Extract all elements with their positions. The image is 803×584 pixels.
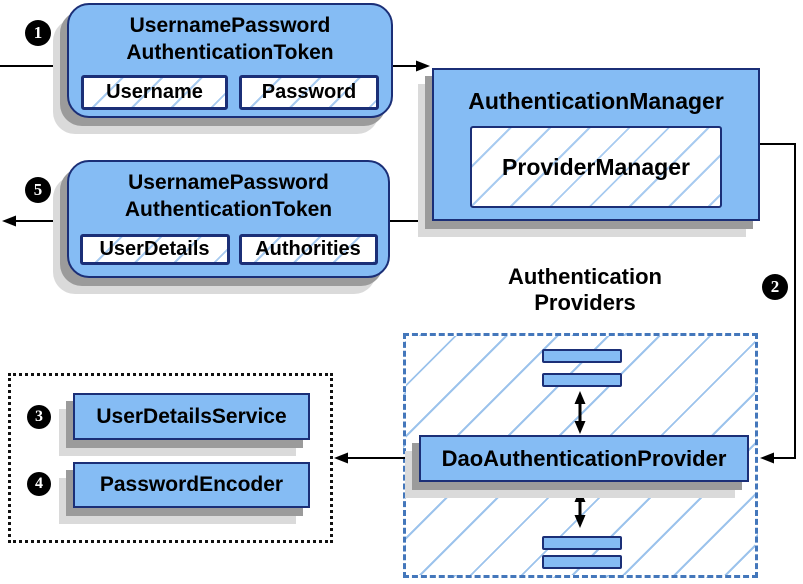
token-fields: UserDetails Authorities bbox=[79, 234, 378, 265]
username-field: Username bbox=[81, 75, 228, 110]
user-details-service-node: UserDetailsService bbox=[73, 393, 310, 440]
request-token-node: UsernamePassword AuthenticationToken Use… bbox=[67, 3, 393, 118]
beans-group-box bbox=[8, 373, 333, 543]
arrowhead-left-icon bbox=[2, 215, 16, 227]
label-line-1: Authentication bbox=[508, 264, 662, 289]
arrowhead-right-icon bbox=[416, 60, 430, 72]
title-line-2: AuthenticationToken bbox=[126, 41, 334, 64]
provider-manager-node: ProviderManager bbox=[470, 126, 722, 208]
step-4-badge: 4 bbox=[27, 472, 51, 496]
title-line-2: AuthenticationToken bbox=[124, 198, 333, 221]
response-token-node: UsernamePassword AuthenticationToken Use… bbox=[67, 160, 390, 278]
provider-placeholder-bar bbox=[542, 373, 622, 387]
step-3-badge: 3 bbox=[27, 405, 51, 429]
password-field: Password bbox=[239, 75, 379, 110]
node-title: AuthenticationManager bbox=[468, 88, 724, 114]
step-2-badge: 2 bbox=[762, 274, 788, 300]
provider-placeholder-bar bbox=[542, 536, 622, 550]
arrowhead-left-icon bbox=[334, 452, 348, 464]
title-line-1: UsernamePassword bbox=[128, 171, 329, 194]
step-1-badge: 1 bbox=[25, 20, 51, 46]
authentication-manager-node: AuthenticationManager ProviderManager bbox=[432, 68, 760, 221]
node-title: UsernamePassword AuthenticationToken bbox=[125, 169, 332, 223]
provider-placeholder-bar bbox=[542, 349, 622, 363]
authorities-field: Authorities bbox=[238, 234, 378, 265]
title-line-1: UsernamePassword bbox=[129, 14, 331, 37]
password-encoder-node: PasswordEncoder bbox=[73, 462, 310, 508]
arrow-step5-response bbox=[2, 215, 67, 227]
step-5-badge: 5 bbox=[25, 177, 51, 203]
arrow-step2-to-provider bbox=[760, 143, 796, 464]
label-line-2: Providers bbox=[534, 290, 636, 315]
user-details-field: UserDetails bbox=[79, 234, 230, 265]
authentication-providers-label: Authentication Providers bbox=[460, 264, 710, 316]
token-fields: Username Password bbox=[81, 75, 379, 110]
arrowhead-left-icon bbox=[760, 452, 774, 464]
provider-placeholder-bar bbox=[542, 555, 622, 569]
node-title: UsernamePassword AuthenticationToken bbox=[126, 12, 333, 66]
dao-authentication-provider-node: DaoAuthenticationProvider bbox=[419, 435, 749, 482]
